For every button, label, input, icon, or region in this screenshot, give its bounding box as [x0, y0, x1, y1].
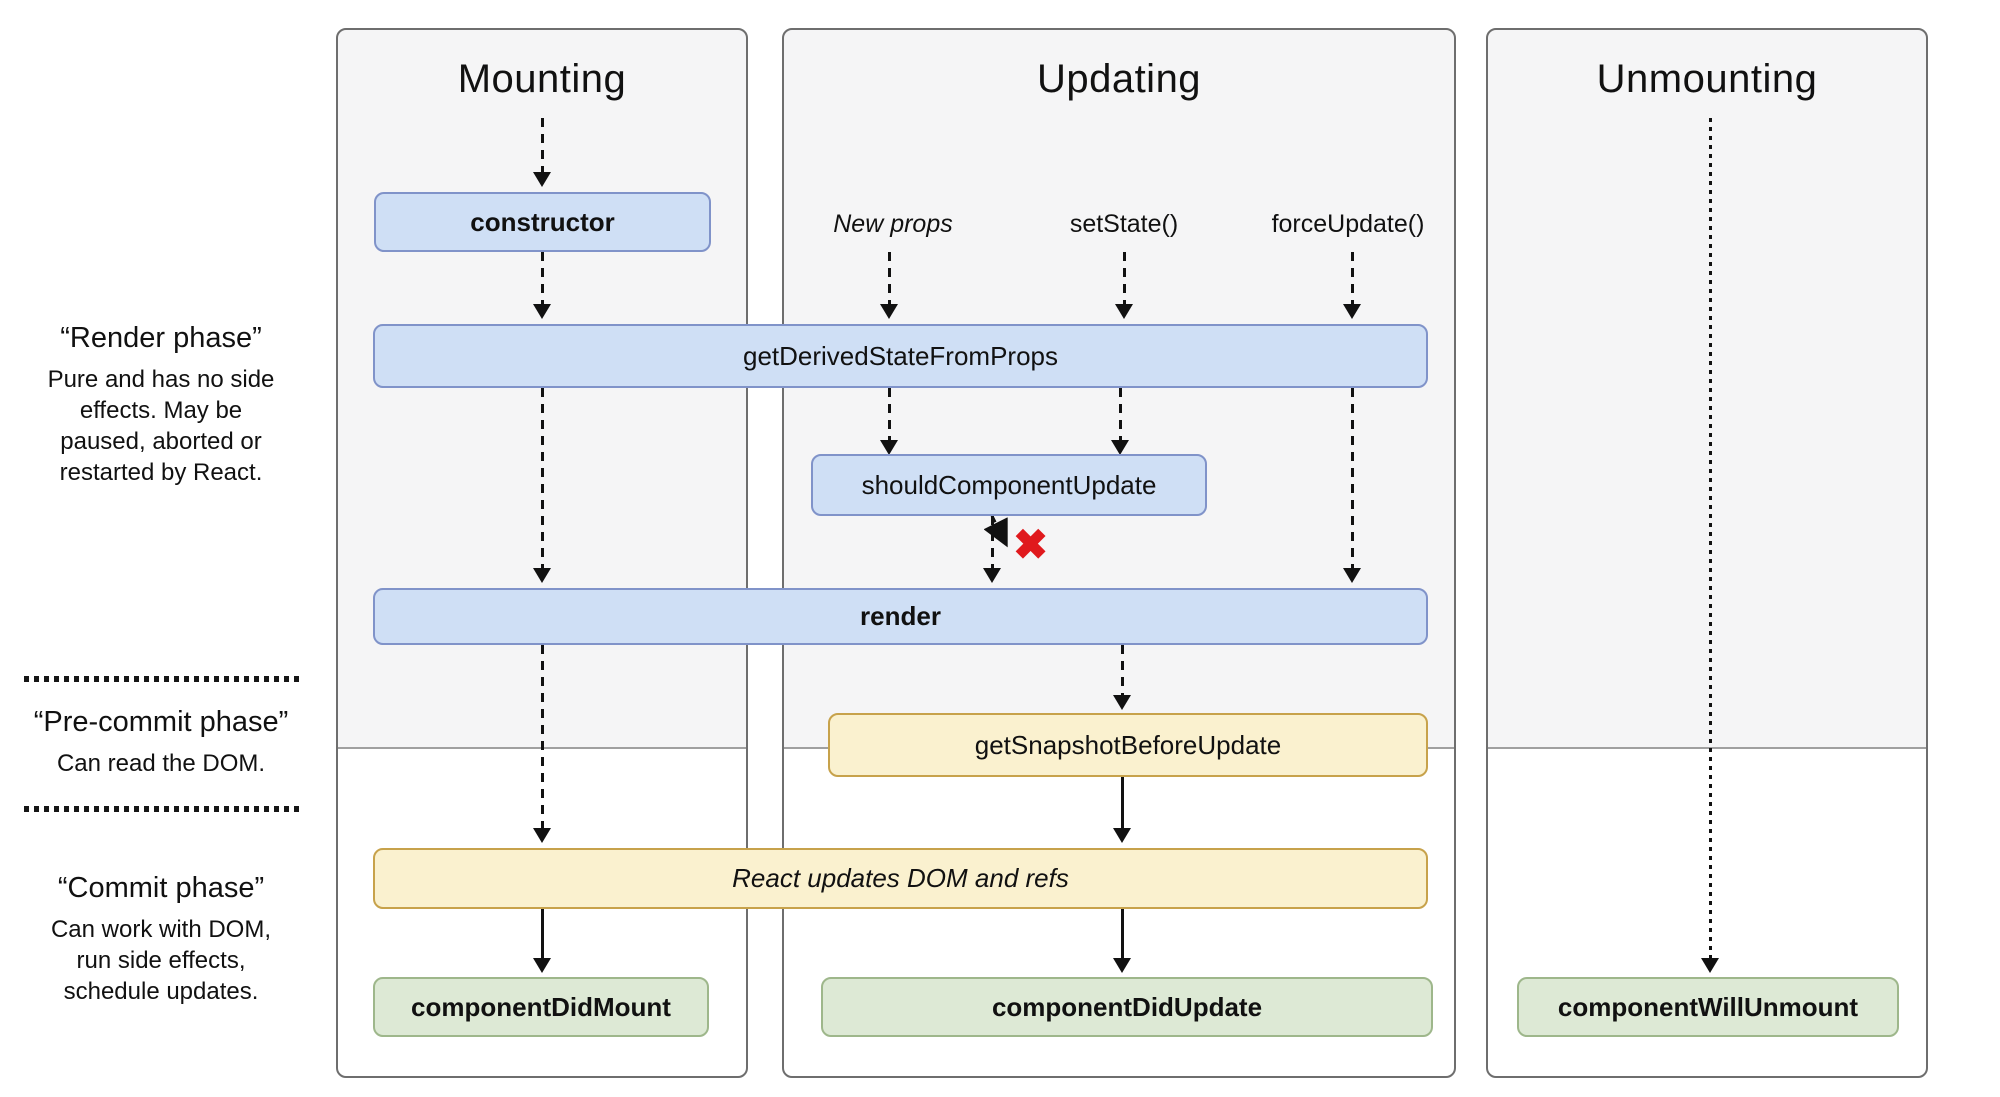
- note-commit-phase: “Commit phase” Can work with DOM, run si…: [6, 872, 316, 1007]
- note-commit-phase-title: “Commit phase”: [57, 872, 265, 904]
- arrow-setstate-to-getderivedstate: [1114, 252, 1134, 319]
- box-getderivedstatefromprops: getDerivedStateFromProps: [373, 324, 1428, 388]
- note-render-phase: “Render phase” Pure and has no side effe…: [6, 322, 316, 488]
- arrow-mounting-to-constructor: [532, 118, 552, 187]
- arrow-forceupdate-bypass-to-render: [1342, 388, 1362, 583]
- phase-divider-upper: [24, 676, 304, 682]
- arrow-shouldupdate-false-branch: [984, 515, 1008, 548]
- arrow-forceupdate-to-getderivedstate: [1342, 252, 1362, 319]
- column-title-unmounting: Unmounting: [1596, 57, 1818, 101]
- note-pre-commit-phase-title: “Pre-commit phase”: [33, 706, 289, 738]
- unmounting-phase-boundary-line: [1488, 747, 1926, 749]
- note-commit-phase-body: Can work with DOM, run side effects, sch…: [50, 916, 272, 1005]
- box-componentwillunmount: componentWillUnmount: [1517, 977, 1899, 1037]
- arrow-getsnapshot-to-reactupdates: [1112, 777, 1132, 843]
- column-title-updating: Updating: [1036, 57, 1202, 101]
- arrow-unmounting-to-willunmount: [1700, 118, 1720, 973]
- arrow-constructor-to-getderivedstate: [532, 252, 552, 319]
- arrow-render-to-getsnapshot: [1112, 645, 1132, 710]
- note-render-phase-body: Pure and has no side effects. May be pau…: [47, 366, 275, 486]
- arrow-getderivedstate-to-render-mount: [532, 388, 552, 583]
- update-blocked-x-icon: ✖: [1013, 521, 1049, 568]
- box-componentdidmount: componentDidMount: [373, 977, 709, 1037]
- box-componentdidupdate: componentDidUpdate: [821, 977, 1433, 1037]
- trigger-new-props: New props: [833, 210, 953, 238]
- column-unmounting: [1486, 28, 1928, 1078]
- note-render-phase-title: “Render phase”: [60, 322, 262, 354]
- arrow-getderivedstate-to-shouldupdate-left: [879, 388, 899, 455]
- box-react-updates-dom: React updates DOM and refs: [373, 848, 1428, 909]
- phase-divider-lower: [24, 806, 304, 812]
- box-constructor: constructor: [374, 192, 711, 252]
- box-render: render: [373, 588, 1428, 645]
- box-shouldcomponentupdate: shouldComponentUpdate: [811, 454, 1207, 516]
- note-pre-commit-phase: “Pre-commit phase” Can read the DOM.: [6, 706, 316, 779]
- box-getsnapshotbeforeupdate: getSnapshotBeforeUpdate: [828, 713, 1428, 777]
- column-title-mounting: Mounting: [457, 57, 627, 101]
- arrow-newprops-to-getderivedstate: [879, 252, 899, 319]
- arrow-reactupdates-to-didupdate: [1112, 909, 1132, 973]
- arrow-getderivedstate-to-shouldupdate-right: [1110, 388, 1130, 455]
- trigger-force-update: forceUpdate(): [1271, 210, 1425, 238]
- trigger-set-state: setState(): [1069, 210, 1179, 238]
- arrow-reactupdates-to-didmount: [532, 909, 552, 973]
- arrow-render-to-reactupdates-mount: [532, 645, 552, 843]
- note-pre-commit-phase-body: Can read the DOM.: [56, 750, 266, 777]
